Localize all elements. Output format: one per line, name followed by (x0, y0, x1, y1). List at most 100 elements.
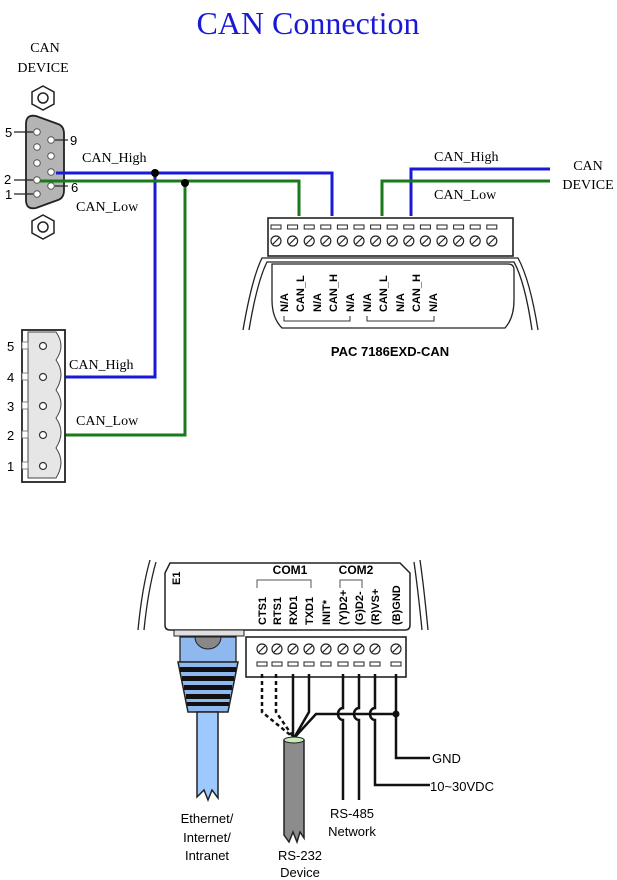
pac-pin-label: CAN_L (295, 275, 307, 312)
db9-can-high-label: CAN_High (82, 151, 147, 166)
can-high-wire-right (409, 167, 550, 216)
com2-label: COM2 (339, 563, 374, 577)
pac-slot (353, 224, 365, 230)
com-pin-label: CTS1 (257, 597, 269, 625)
bottom-slot (369, 661, 381, 667)
ethernet-label-1: Ethernet/ (181, 811, 234, 826)
screw-icon (320, 643, 332, 655)
screw-icon (271, 643, 283, 655)
com-pin-label: TXD1 (304, 597, 316, 625)
bottom-slot (271, 661, 283, 667)
right-can-low-label: CAN_Low (434, 188, 497, 203)
pac-slot (486, 224, 498, 230)
screw-icon (287, 643, 299, 655)
screw-icon (453, 235, 465, 247)
db9-pin-2: 2 (4, 172, 11, 187)
pac-pin-label: N/A (279, 293, 291, 312)
pac-slot (469, 224, 481, 230)
screw-icon (469, 235, 481, 247)
screw-icon (436, 235, 448, 247)
gnd-label: GND (432, 751, 461, 766)
db9-pin-6: 6 (71, 180, 78, 195)
pac-slot (303, 224, 315, 230)
bottom-slot (287, 661, 299, 667)
eth-port-label: E1 (171, 572, 183, 585)
rs232-cable (283, 739, 305, 845)
screw-hex-icon (31, 214, 55, 240)
screw-icon (353, 643, 365, 655)
can-low-wire-db9 (40, 179, 301, 216)
screw-icon (386, 235, 398, 247)
db9-connector: CAN DEVICE 5 9 2 6 1 CAN_ (4, 41, 147, 240)
terminal-block-5pin: 5 4 3 2 1 (7, 329, 66, 483)
can-high-wire-db9 (56, 171, 334, 216)
terminal-pin-4: 4 (7, 370, 14, 385)
db9-pin-5: 5 (5, 125, 12, 140)
pac-pin-label: CAN_L (378, 275, 390, 312)
pac-slot (336, 224, 348, 230)
db9-can-low-label: CAN_Low (76, 200, 139, 215)
bottom-slot (256, 661, 268, 667)
screw-icon (486, 235, 498, 247)
rs232-wires (260, 674, 395, 739)
screw-icon (270, 235, 282, 247)
terminal-pin-5: 5 (7, 339, 14, 354)
pac-pin-label: N/A (395, 293, 407, 312)
junction-dot (392, 710, 400, 718)
pac-slot (419, 224, 431, 230)
ethernet-cable (196, 711, 219, 803)
screw-icon (353, 235, 365, 247)
pac-pin-label: N/A (362, 293, 374, 312)
com-pin-label: (G)D2- (354, 591, 366, 625)
com-pin-label: RTS1 (272, 597, 284, 625)
bottom-slot (337, 661, 349, 667)
screw-icon (287, 235, 299, 247)
com-pin-label: (Y)D2+ (338, 590, 350, 625)
pac-slot (436, 224, 448, 230)
pac-pin-label: N/A (312, 293, 324, 312)
com1-label: COM1 (273, 563, 308, 577)
can-low-wire-right (380, 179, 550, 216)
screw-icon (337, 643, 349, 655)
pac-pin-label: CAN_H (328, 274, 340, 312)
screw-icon (303, 235, 315, 247)
terminal-pin-3: 3 (7, 399, 14, 414)
rs232-label-1: RS-232 (278, 848, 322, 863)
diagram-title: CAN Connection (196, 5, 419, 41)
terminal-pin-2: 2 (7, 428, 14, 443)
pac-pin-label: N/A (428, 293, 440, 312)
can-low-wire-terminal (45, 181, 187, 437)
pac-slot (403, 224, 415, 230)
com-pin-label: (R)VS+ (370, 589, 382, 625)
terminal-can-high-label: CAN_High (69, 358, 134, 373)
pac-slot (386, 224, 398, 230)
db9-device-label-1: CAN (30, 41, 60, 56)
can-high-wire-terminal (45, 173, 157, 379)
db9-pin-1: 1 (5, 187, 12, 202)
pac-pin-label: CAN_H (411, 274, 423, 312)
db9-device-label-2: DEVICE (17, 61, 68, 76)
pac-slot (320, 224, 332, 230)
bottom-terminal-block (245, 636, 407, 678)
right-can-high-label: CAN_High (434, 150, 499, 165)
rs485-label-2: Network (328, 824, 376, 839)
bottom-slot (390, 661, 402, 667)
bottom-slot (320, 661, 332, 667)
screw-icon (336, 235, 348, 247)
screw-icon (320, 235, 332, 247)
junction-dot (181, 179, 189, 187)
screw-icon (303, 643, 315, 655)
pac-module-name: PAC 7186EXD-CAN (331, 344, 449, 359)
pac-slot (287, 224, 299, 230)
pac-slot (453, 224, 465, 230)
power-label: 10~30VDC (430, 779, 494, 794)
screw-hex-icon (31, 85, 55, 111)
pac-slot (270, 224, 282, 230)
screw-icon (390, 643, 402, 655)
com-pin-label: INIT* (321, 599, 333, 625)
rs232-label-2: Device (280, 865, 320, 880)
screw-icon (369, 643, 381, 655)
ethernet-connector (173, 629, 245, 803)
